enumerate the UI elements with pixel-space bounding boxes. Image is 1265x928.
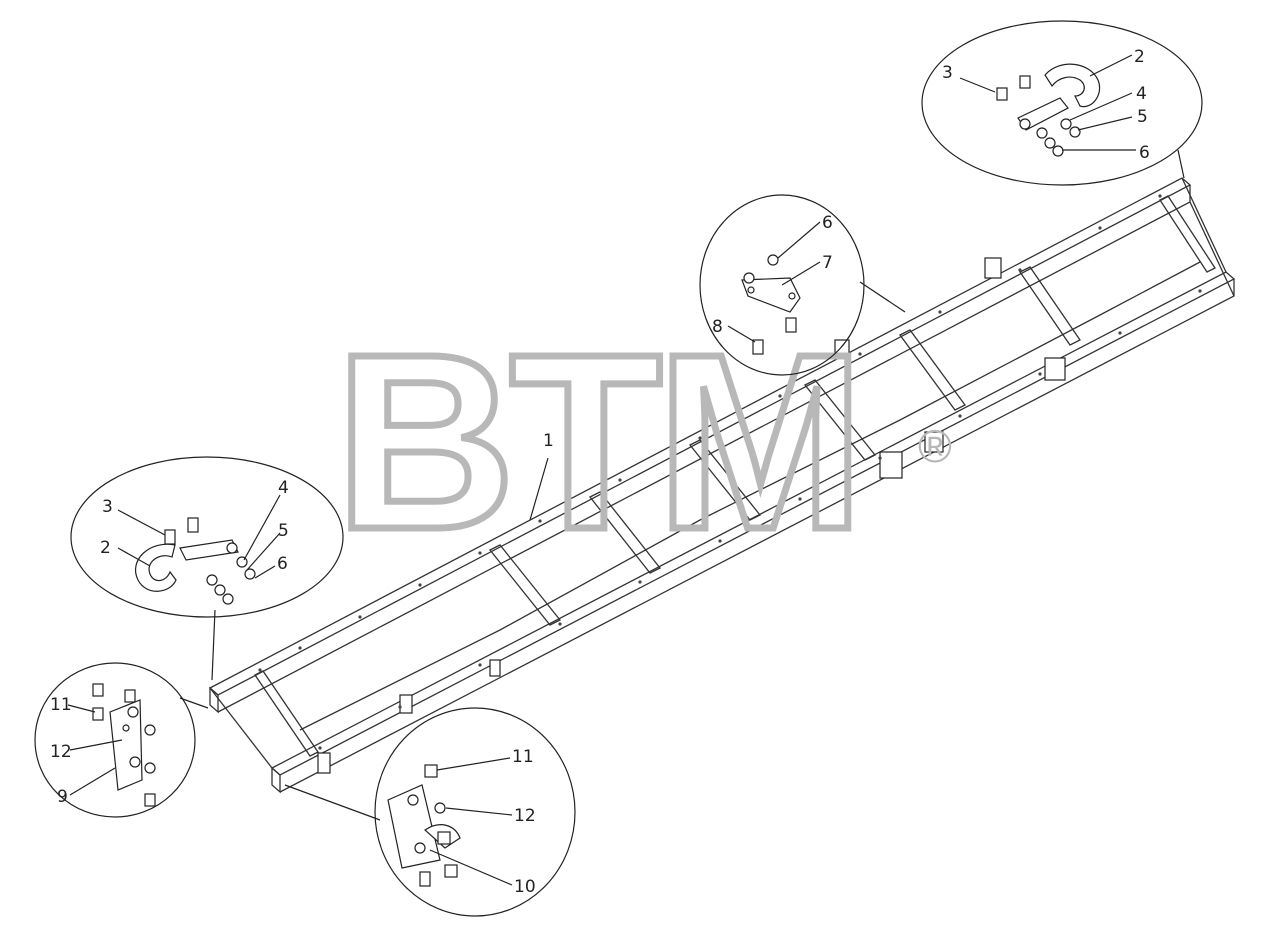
tow-hook-part bbox=[1017, 63, 1101, 131]
callout-7: 7 bbox=[822, 253, 833, 273]
callout-11: 11 bbox=[50, 695, 72, 715]
callout-6: 6 bbox=[822, 213, 833, 233]
detail-bubble-bracket-9: 11 12 9 bbox=[34, 662, 196, 818]
callout-9: 9 bbox=[57, 787, 68, 807]
detail-bubble-plate: 6 7 8 bbox=[699, 194, 865, 376]
watermark-text: BTM bbox=[335, 302, 859, 581]
callout-3: 3 bbox=[102, 497, 113, 517]
callout-6: 6 bbox=[277, 554, 288, 574]
callout-5: 5 bbox=[278, 521, 289, 541]
callout-2: 2 bbox=[100, 538, 111, 558]
mount-plate-part bbox=[741, 277, 801, 313]
callout-frame: 1 bbox=[529, 431, 554, 521]
bubble-leaders bbox=[179, 149, 1185, 821]
rail-brackets bbox=[317, 257, 1066, 774]
bracket-part-9 bbox=[109, 699, 143, 791]
registered-mark: ® bbox=[918, 420, 952, 472]
callout-6: 6 bbox=[1139, 143, 1150, 163]
chassis-frame bbox=[208, 177, 1236, 794]
btm-watermark: BTM ® bbox=[332, 299, 953, 585]
callout-8: 8 bbox=[712, 317, 723, 337]
hook-fasteners bbox=[996, 75, 1081, 157]
callout-10: 10 bbox=[514, 877, 536, 897]
tow-hook-part bbox=[135, 539, 239, 592]
cross-members bbox=[254, 195, 1216, 757]
callout-2: 2 bbox=[1134, 47, 1145, 67]
bracket-part-10 bbox=[387, 784, 461, 869]
detail-bubble-bracket-10: 11 12 10 bbox=[374, 707, 576, 917]
hook-fasteners bbox=[164, 517, 256, 605]
callout-3: 3 bbox=[942, 63, 953, 83]
detail-bubble-front-hook: 3 2 4 5 6 bbox=[70, 456, 344, 618]
callout-4: 4 bbox=[278, 478, 289, 498]
frame-rivets bbox=[258, 194, 1202, 750]
callout-12: 12 bbox=[514, 806, 536, 826]
callout-1: 1 bbox=[543, 431, 554, 451]
detail-bubble-rear-hook: 3 2 4 5 6 bbox=[921, 20, 1203, 186]
callout-12: 12 bbox=[50, 742, 72, 762]
callout-5: 5 bbox=[1137, 107, 1148, 127]
callout-4: 4 bbox=[1136, 84, 1147, 104]
callout-11: 11 bbox=[512, 747, 534, 767]
